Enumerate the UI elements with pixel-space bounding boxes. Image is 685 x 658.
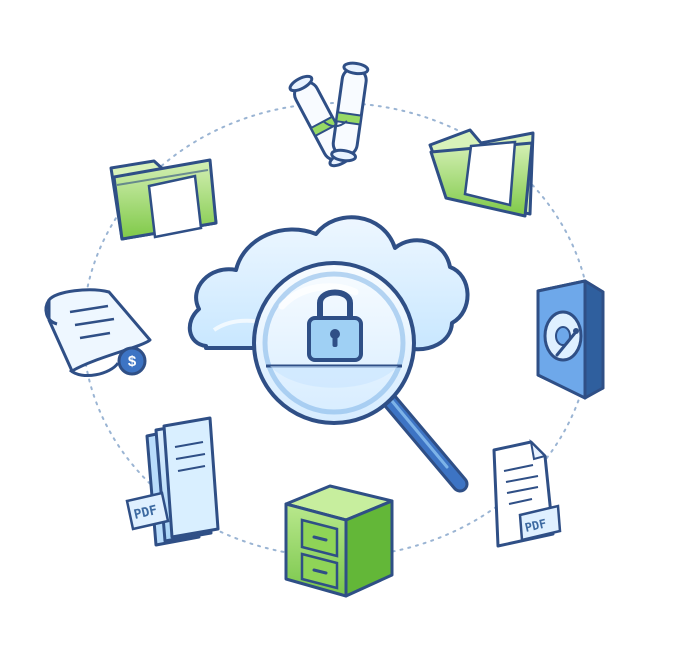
magnifying-glass-icon [252, 261, 469, 493]
folder-icon [109, 158, 218, 241]
hard-drive-icon [536, 279, 605, 400]
diploma-scrolls-icon [288, 61, 370, 168]
folder-icon [428, 128, 535, 218]
pdf-label: PDF [524, 516, 548, 535]
lock-icon [307, 289, 363, 362]
pdf-stack-icon: PDF [125, 416, 220, 547]
currency-symbol: $ [128, 353, 137, 370]
pdf-document-icon: PDF [492, 439, 562, 548]
filing-cabinet-icon [284, 484, 394, 598]
central-security-group [187, 215, 470, 493]
pdf-label: PDF [133, 503, 159, 523]
invoice-scroll-icon: $ [44, 288, 152, 378]
